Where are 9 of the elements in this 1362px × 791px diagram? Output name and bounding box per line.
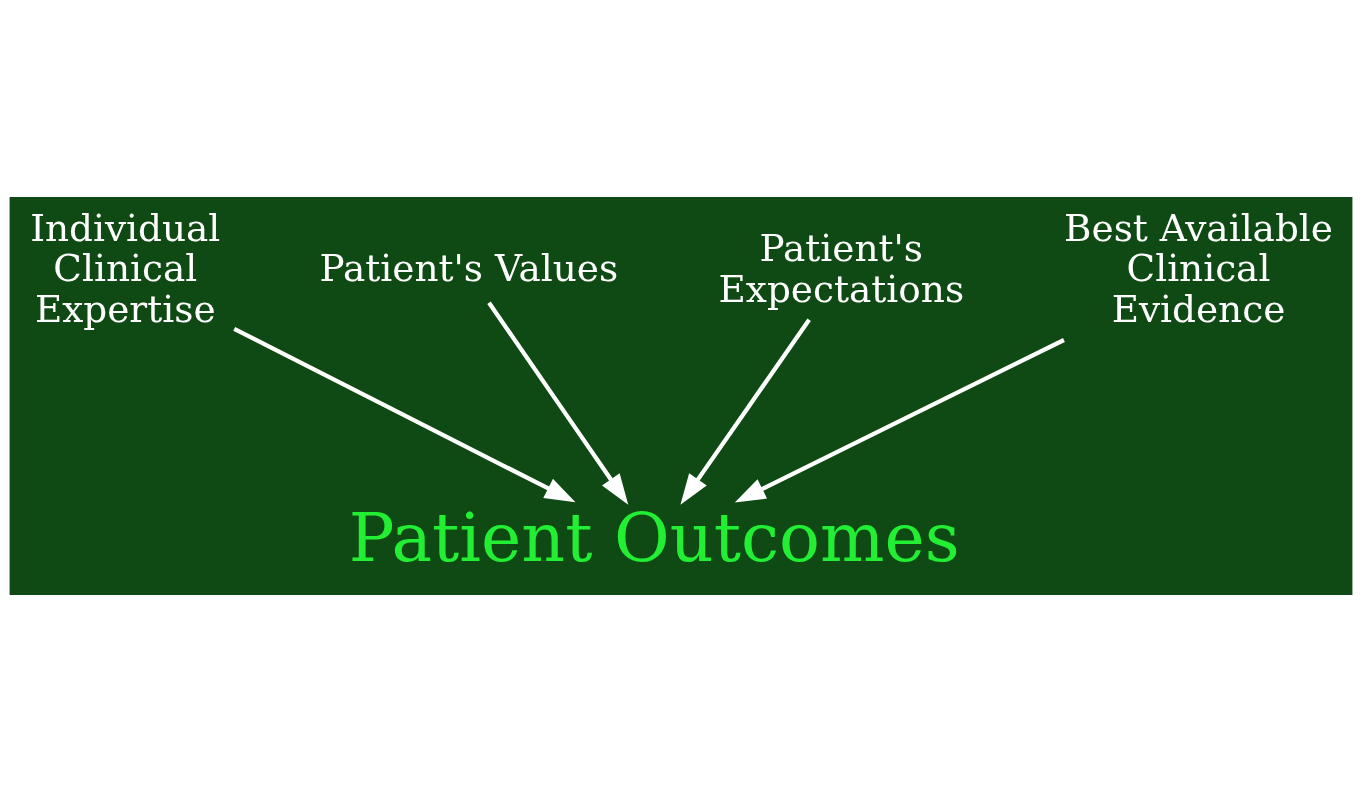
arrow — [233, 326, 576, 502]
arrow — [487, 301, 629, 505]
arrow — [734, 337, 1065, 502]
node-text: Patient Outcomes — [348, 497, 960, 577]
node-text: Best Available Clinical Evidence — [1064, 205, 1333, 331]
node-text: Patient's Expectations — [718, 225, 965, 311]
node-text: Individual Clinical Expertise — [30, 205, 221, 331]
node-text: Patient's Values — [319, 245, 619, 290]
arrow — [680, 318, 811, 505]
